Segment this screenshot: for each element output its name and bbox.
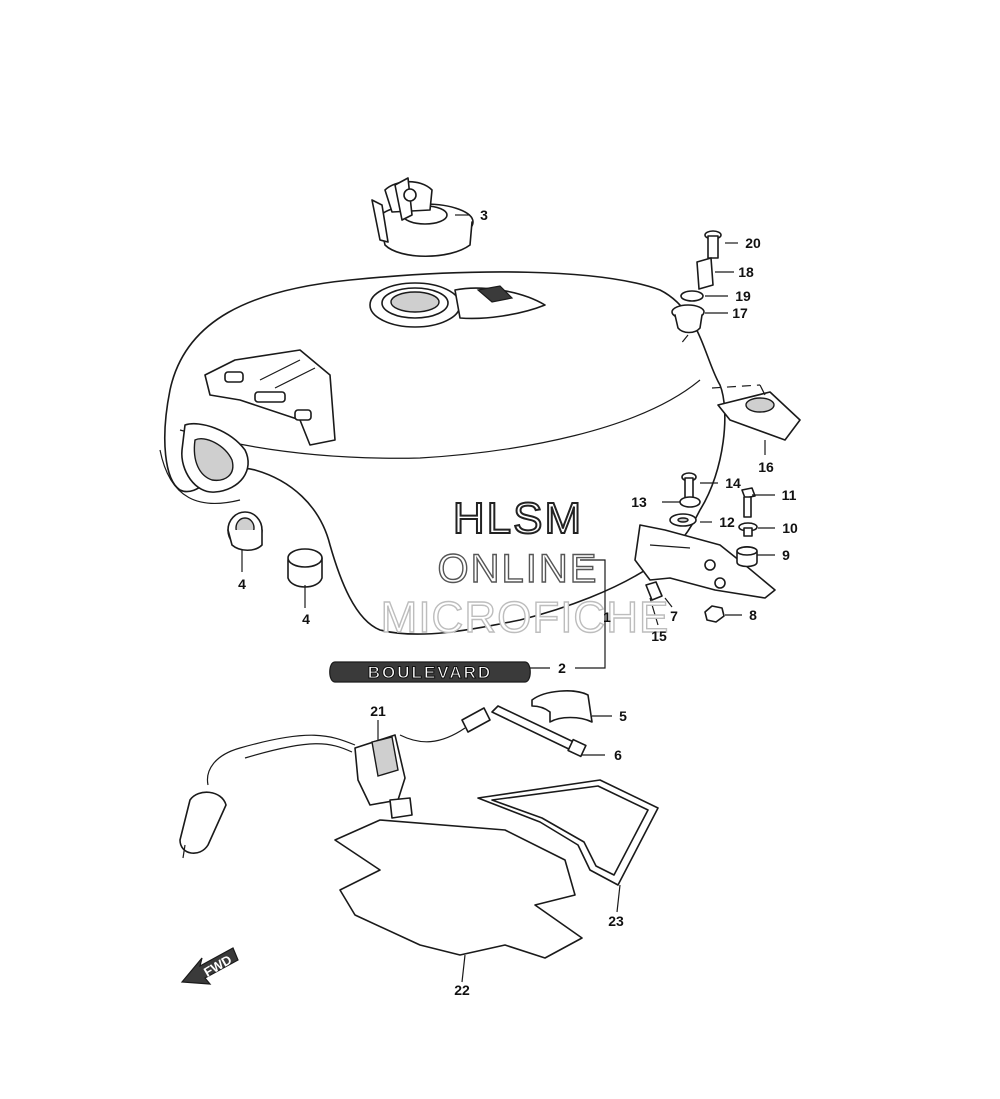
nut-8 xyxy=(704,605,725,623)
callout-20: 20 xyxy=(745,235,761,251)
callout-5: 5 xyxy=(619,708,627,724)
callout-1: 1 xyxy=(603,609,611,625)
pad-5 xyxy=(531,690,593,723)
bolt-20 xyxy=(704,230,722,259)
callout-17: 17 xyxy=(732,305,748,321)
callout-14: 14 xyxy=(725,475,741,491)
washer-19 xyxy=(680,290,704,302)
grommet-9 xyxy=(736,545,758,568)
callout-9: 9 xyxy=(782,547,790,563)
callout-19: 19 xyxy=(735,288,751,304)
callout-10: 10 xyxy=(782,520,798,536)
callout-4b: 4 xyxy=(302,611,310,627)
callout-12: 12 xyxy=(719,514,735,530)
fuel-cap xyxy=(371,177,474,258)
rear-mount-bracket xyxy=(711,384,801,441)
sheet-22 xyxy=(334,819,583,959)
callout-7: 7 xyxy=(670,608,678,624)
watermark-line2: ONLINE xyxy=(438,547,599,591)
boulevard-emblem: BOULEVARD xyxy=(329,661,531,683)
emblem-text: BOULEVARD xyxy=(368,663,492,682)
cushion-4b xyxy=(287,548,323,588)
seal-23 xyxy=(477,779,659,886)
callout-15: 15 xyxy=(651,628,667,644)
callout-21: 21 xyxy=(370,703,386,719)
callout-18: 18 xyxy=(738,264,754,280)
callout-8: 8 xyxy=(749,607,757,623)
callout-2: 2 xyxy=(558,660,566,676)
callout-13: 13 xyxy=(631,494,647,510)
cushion-4a xyxy=(227,511,263,552)
watermark-line1: HLSM xyxy=(453,494,583,543)
leader-lines xyxy=(241,214,775,983)
callout-16: 16 xyxy=(758,459,774,475)
fuel-tank xyxy=(159,271,726,635)
washer-13 xyxy=(679,496,701,508)
fwd-arrow-icon: FWD xyxy=(180,947,239,985)
grommet-17 xyxy=(671,304,705,346)
side-bracket xyxy=(634,524,776,599)
watermark: HLSM ONLINE MICROFICHE xyxy=(380,493,670,643)
callout-22: 22 xyxy=(454,982,470,998)
clip-7-15 xyxy=(645,581,663,626)
grommet-12 xyxy=(669,513,697,527)
callout-3: 3 xyxy=(480,207,488,223)
watermark-line3: MICROFICHE xyxy=(381,593,670,642)
collar-10 xyxy=(738,522,758,537)
bolt-11 xyxy=(741,487,756,518)
callout-23: 23 xyxy=(608,913,624,929)
callout-4a: 4 xyxy=(238,576,246,592)
fuel-level-sensor xyxy=(179,707,491,859)
callout-6: 6 xyxy=(614,747,622,763)
band-6 xyxy=(491,705,587,758)
collar-18 xyxy=(696,257,714,290)
callout-11: 11 xyxy=(782,487,797,503)
callouts: 1 2 3 4 4 5 6 7 8 9 10 11 12 13 14 15 16… xyxy=(238,207,798,998)
